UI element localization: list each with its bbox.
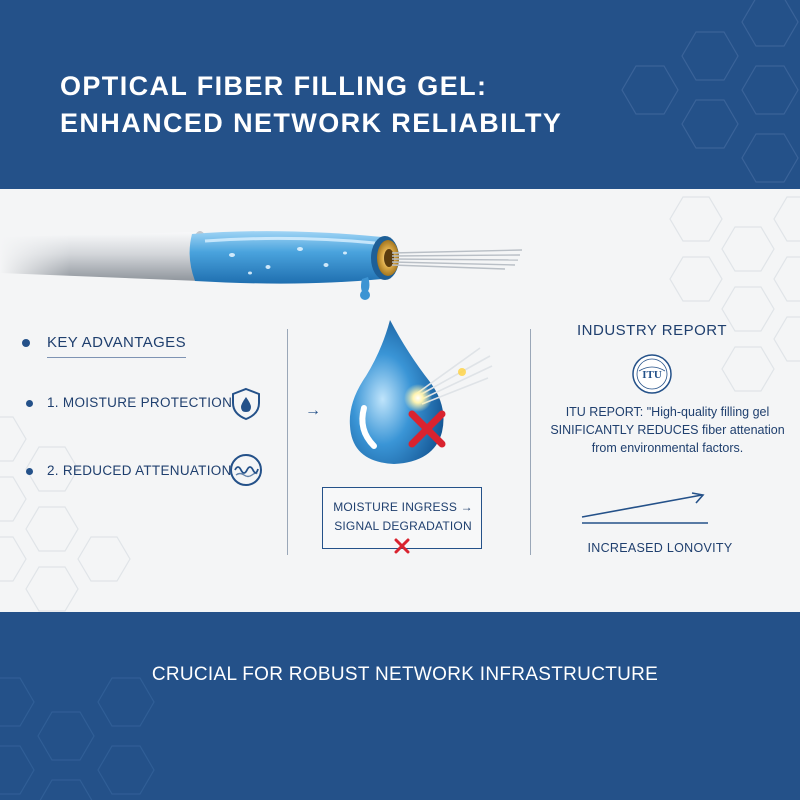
header-banner: OPTICAL FIBER FILLING GEL: ENHANCED NETW… — [0, 0, 800, 189]
itu-seal-icon: ITU — [632, 354, 672, 394]
report-quote: ITU REPORT: "High-quality filling gel SI… — [550, 405, 785, 455]
column-divider — [287, 329, 288, 555]
bullet-dot — [26, 399, 33, 407]
fiber-cable-illustration — [0, 229, 523, 300]
hex-pattern-footer — [0, 677, 155, 800]
itu-seal-text: ITU — [642, 369, 662, 381]
column-divider — [530, 329, 531, 555]
red-x-icon — [394, 538, 410, 554]
degradation-box: MOISTURE INGRESS → SIGNAL DEGRADATION — [322, 487, 482, 549]
advantage-item-moisture: 1. MOISTURE PROTECTION — [26, 395, 232, 410]
advantage-label: 2. REDUCED ATTENUATION — [47, 463, 232, 478]
industry-report-title: INDUSTRY REPORT — [576, 322, 728, 339]
page-title: OPTICAL FIBER FILLING GEL: ENHANCED NETW… — [60, 71, 563, 138]
bullet-dot — [22, 339, 30, 347]
hex-pattern-content — [0, 196, 800, 612]
wave-signal-icon — [230, 454, 262, 486]
upward-trend-icon — [581, 492, 708, 524]
advantage-label: 1. MOISTURE PROTECTION — [47, 395, 233, 410]
shield-drop-icon — [232, 387, 260, 421]
advantage-item-attenuation: 2. REDUCED ATTENUATION — [26, 463, 232, 478]
key-advantages-title: KEY ADVANTAGES — [47, 334, 186, 358]
footer-banner: CRUCIAL FOR ROBUST NETWORK INFRASTRUCTUR… — [0, 612, 800, 800]
arrow-right-icon: → — [305, 402, 321, 419]
water-drop-illustration — [349, 320, 493, 464]
box-line-2: SIGNAL DEGRADATION — [334, 519, 472, 533]
hex-pattern-header — [621, 0, 799, 183]
longevity-label: INCREASED LONOVITY — [587, 541, 733, 555]
box-line-1: MOISTURE INGRESS → — [333, 500, 473, 514]
footer-tagline: CRUCIAL FOR ROBUST NETWORK INFRASTRUCTUR… — [151, 664, 659, 685]
content-panel: KEY ADVANTAGES 1. MOISTURE PROTECTION 2.… — [0, 189, 800, 612]
bullet-dot — [26, 467, 33, 475]
